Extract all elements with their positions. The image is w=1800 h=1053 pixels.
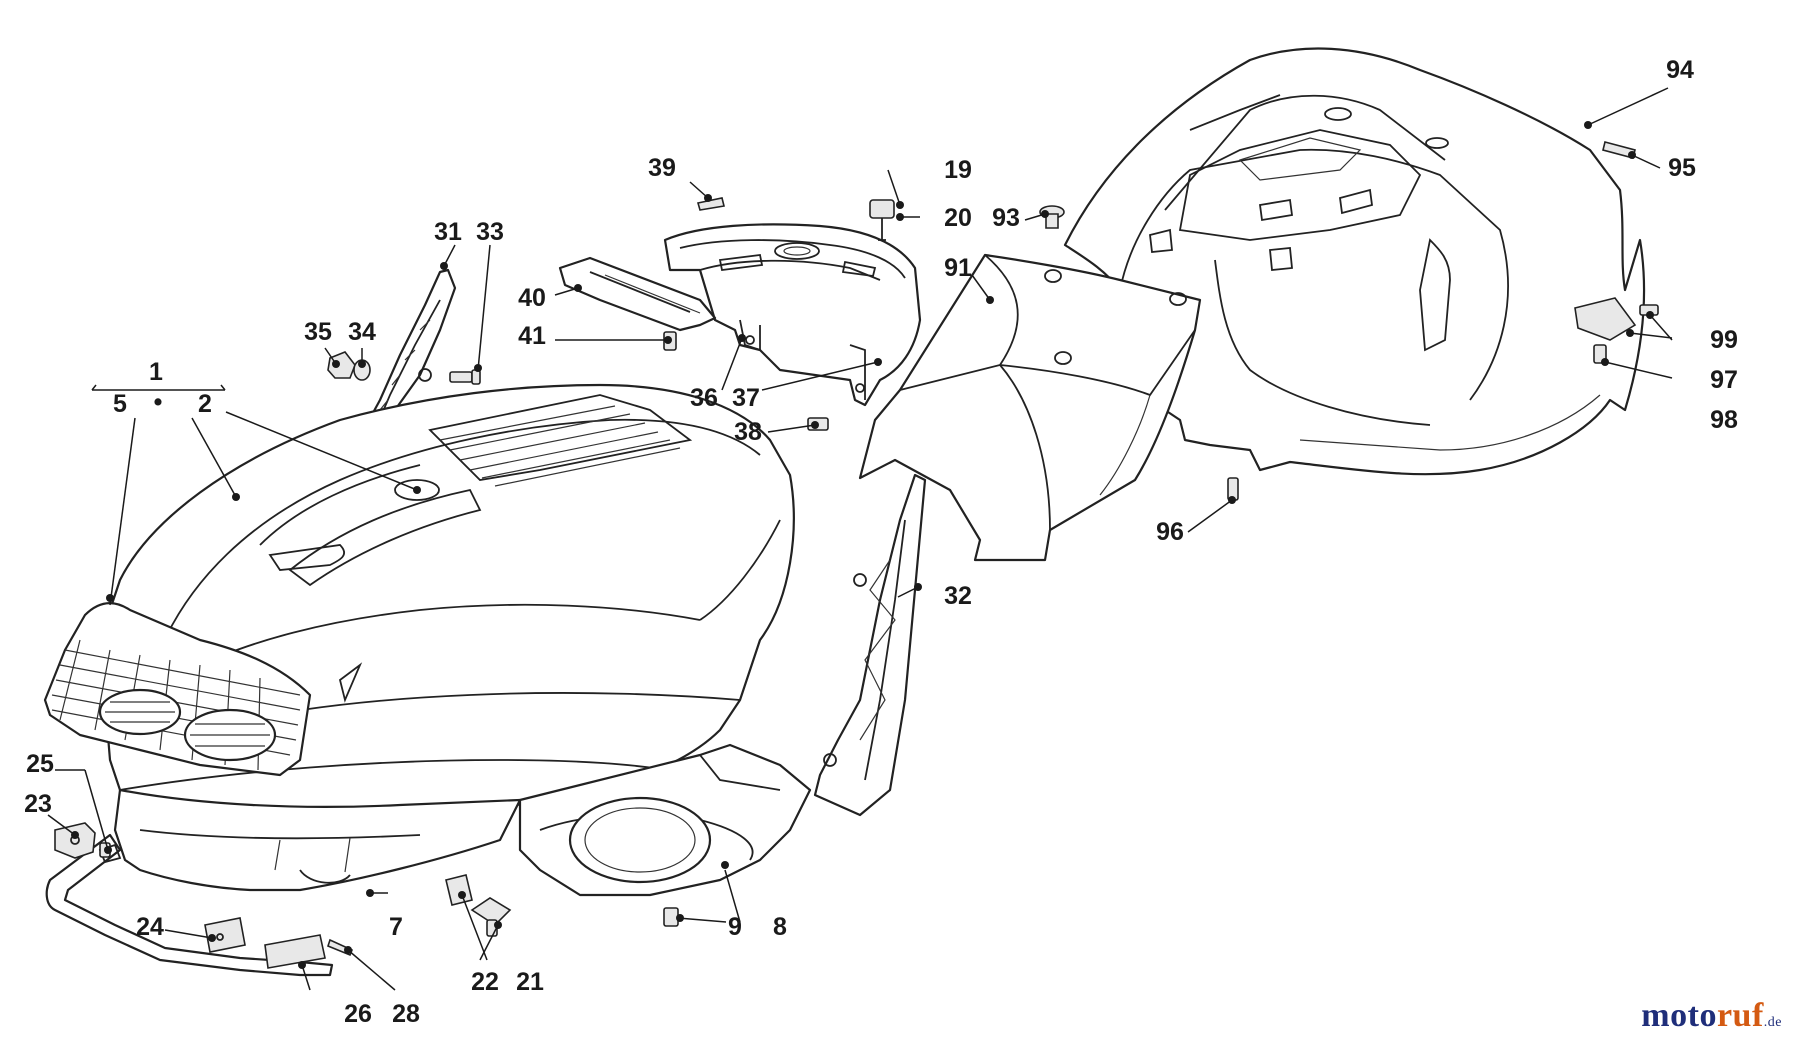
label-23: 23 — [24, 790, 52, 818]
label-40: 40 — [518, 284, 546, 312]
hardware-21 — [470, 897, 512, 937]
watermark-logo: motoruf.de — [1641, 997, 1782, 1035]
hardware-93 — [1039, 205, 1065, 229]
label-99: 99 — [1710, 326, 1738, 354]
hardware-23 — [54, 822, 96, 859]
label-96: 96 — [1156, 518, 1184, 546]
label-35: 35 — [304, 318, 332, 346]
hardware-33 — [449, 369, 481, 385]
label-28: 28 — [392, 1000, 420, 1028]
label-94: 94 — [1666, 56, 1694, 84]
label-36: 36 — [690, 384, 718, 412]
hardware-35-34 — [327, 351, 371, 381]
side-bracket-right — [813, 473, 927, 817]
label-1: 1 — [149, 358, 163, 386]
watermark-part2: ruf — [1716, 997, 1764, 1034]
label-8: 8 — [773, 913, 787, 941]
label-93: 93 — [992, 204, 1020, 232]
label-separator: • — [154, 388, 163, 416]
under-tray — [518, 743, 812, 897]
label-32: 32 — [944, 582, 972, 610]
label-24: 24 — [136, 913, 164, 941]
label-95: 95 — [1668, 154, 1696, 182]
label-31: 31 — [434, 218, 462, 246]
label-9: 9 — [728, 913, 742, 941]
watermark-part1: moto — [1641, 997, 1717, 1034]
label-37: 37 — [732, 384, 760, 412]
part-labels: 1 5 • 2 7 8 9 19 20 21 22 23 24 25 26 28… — [24, 56, 1738, 1028]
label-98: 98 — [1710, 406, 1738, 434]
label-26: 26 — [344, 1000, 372, 1028]
front-grille — [43, 602, 312, 777]
hardware-9 — [663, 907, 679, 927]
hardware-19-20 — [869, 199, 895, 241]
label-41: 41 — [518, 322, 546, 350]
label-33: 33 — [476, 218, 504, 246]
label-7: 7 — [389, 913, 403, 941]
label-34: 34 — [348, 318, 376, 346]
label-39: 39 — [648, 154, 676, 182]
watermark-part3: .de — [1763, 1015, 1782, 1030]
hardware-39 — [696, 197, 725, 211]
label-2: 2 — [198, 390, 212, 418]
leader-dots — [71, 121, 1654, 969]
label-97: 97 — [1710, 366, 1738, 394]
label-21: 21 — [516, 968, 544, 996]
hardware-24 — [204, 917, 246, 953]
label-19: 19 — [944, 156, 972, 184]
hardware-98 — [1593, 344, 1607, 364]
hardware-22 — [445, 874, 473, 906]
label-25: 25 — [26, 750, 54, 778]
dash-console — [663, 223, 922, 407]
label-91: 91 — [944, 254, 972, 282]
rear-panel — [858, 253, 1202, 562]
hardware-26-plate — [264, 934, 326, 969]
label-20: 20 — [944, 204, 972, 232]
label-22: 22 — [471, 968, 499, 996]
lower-skirt — [113, 788, 522, 892]
label-38: 38 — [734, 418, 762, 446]
label-5: 5 — [113, 390, 127, 418]
rear-fender — [1063, 47, 1646, 476]
